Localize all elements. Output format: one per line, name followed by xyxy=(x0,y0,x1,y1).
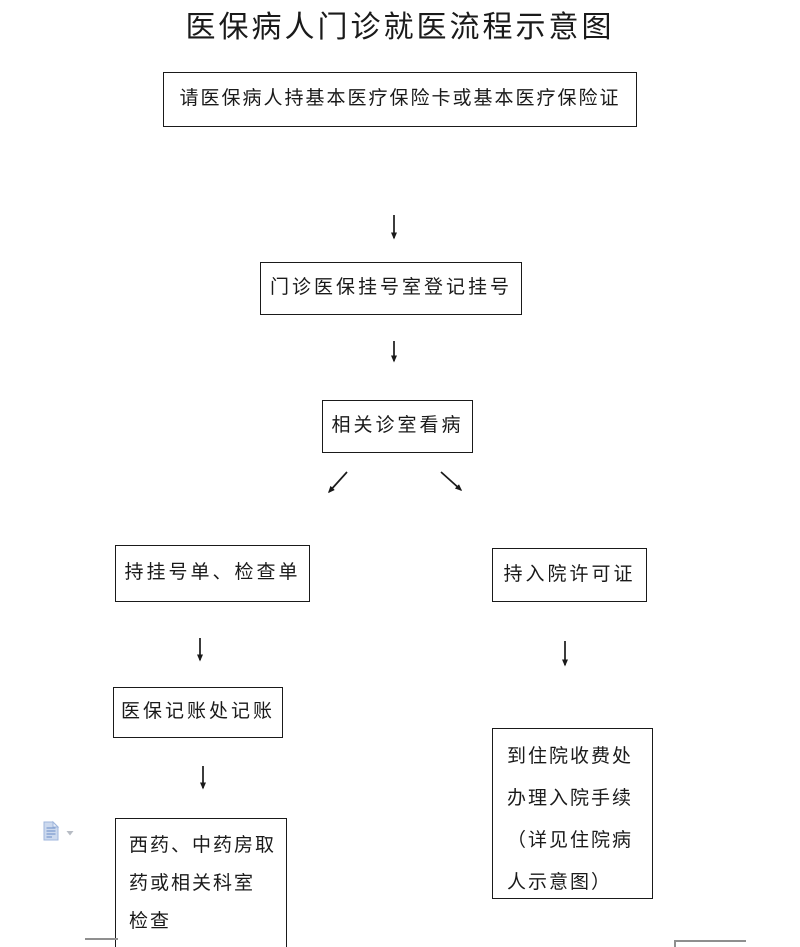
flow-node-pharmacy-or-exam: 西药、中药房取 药或相关科室 检查 xyxy=(115,818,287,947)
flow-node-registration-room: 门诊医保挂号室登记挂号 xyxy=(260,262,522,315)
flow-node-clinic-visit: 相关诊室看病 xyxy=(322,400,473,453)
flow-node-hold-insurance-card: 请医保病人持基本医疗保险卡或基本医疗保险证 xyxy=(163,72,637,127)
chevron-down-icon[interactable] xyxy=(65,829,75,837)
paste-options-icon[interactable] xyxy=(40,819,62,843)
partial-box-right xyxy=(674,940,746,947)
flow-node-hold-slips: 持挂号单、检查单 xyxy=(115,545,310,602)
flow-node-billing-office: 医保记账处记账 xyxy=(113,687,283,738)
page-title: 医保病人门诊就医流程示意图 xyxy=(185,11,615,44)
paste-options-widget[interactable] xyxy=(40,816,80,846)
flow-node-admission-permit: 持入院许可证 xyxy=(492,548,647,602)
arrow-clinic-to-slips xyxy=(327,471,348,494)
arrow-clinic-to-permit xyxy=(440,471,463,492)
flow-node-admission-procedures: 到住院收费处 办理入院手续 （详见住院病 人示意图） xyxy=(492,728,653,899)
partial-box-left xyxy=(85,938,118,947)
